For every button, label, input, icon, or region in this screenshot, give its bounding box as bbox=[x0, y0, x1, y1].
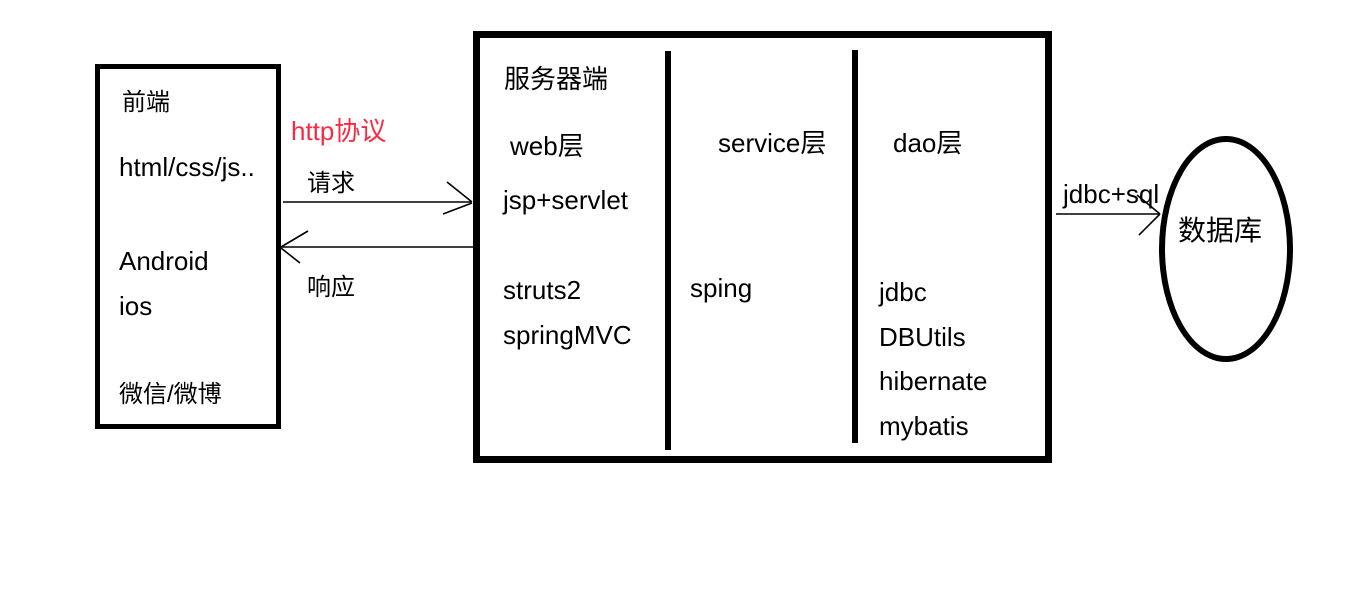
frontend-item-ios: ios bbox=[119, 291, 153, 321]
server-box bbox=[473, 31, 1052, 463]
web-item-jsp-servlet: jsp+servlet bbox=[503, 185, 628, 215]
dao-item-hibernate: hibernate bbox=[879, 366, 988, 396]
database-ellipse bbox=[1159, 136, 1293, 362]
web-layer-header: web层 bbox=[510, 131, 584, 161]
web-item-springmvc: springMVC bbox=[503, 320, 632, 350]
response-label: 响应 bbox=[307, 274, 355, 301]
database-label: 数据库 bbox=[1178, 215, 1263, 246]
frontend-title: 前端 bbox=[122, 89, 170, 116]
http-protocol-label: http协议 bbox=[291, 116, 387, 146]
response-arrow bbox=[280, 230, 477, 264]
dao-item-mybatis: mybatis bbox=[879, 411, 969, 441]
frontend-box bbox=[95, 64, 281, 429]
web-service-divider bbox=[665, 51, 671, 450]
jdbc-sql-label: jdbc+sql bbox=[1063, 179, 1160, 209]
frontend-item-android: Android bbox=[119, 246, 209, 276]
dao-layer-header: dao层 bbox=[893, 128, 963, 158]
service-layer-header: service层 bbox=[718, 128, 827, 158]
frontend-item-wechat-weibo: 微信/微博 bbox=[119, 381, 222, 408]
service-dao-divider bbox=[852, 50, 858, 443]
server-title: 服务器端 bbox=[504, 64, 609, 94]
web-item-struts2: struts2 bbox=[503, 275, 582, 305]
frontend-item-html: html/css/js.. bbox=[119, 152, 255, 182]
dao-item-dbutils: DBUtils bbox=[879, 322, 966, 352]
service-item-sping: sping bbox=[690, 273, 753, 303]
request-label: 请求 bbox=[307, 170, 355, 197]
dao-item-jdbc: jdbc bbox=[879, 277, 927, 307]
